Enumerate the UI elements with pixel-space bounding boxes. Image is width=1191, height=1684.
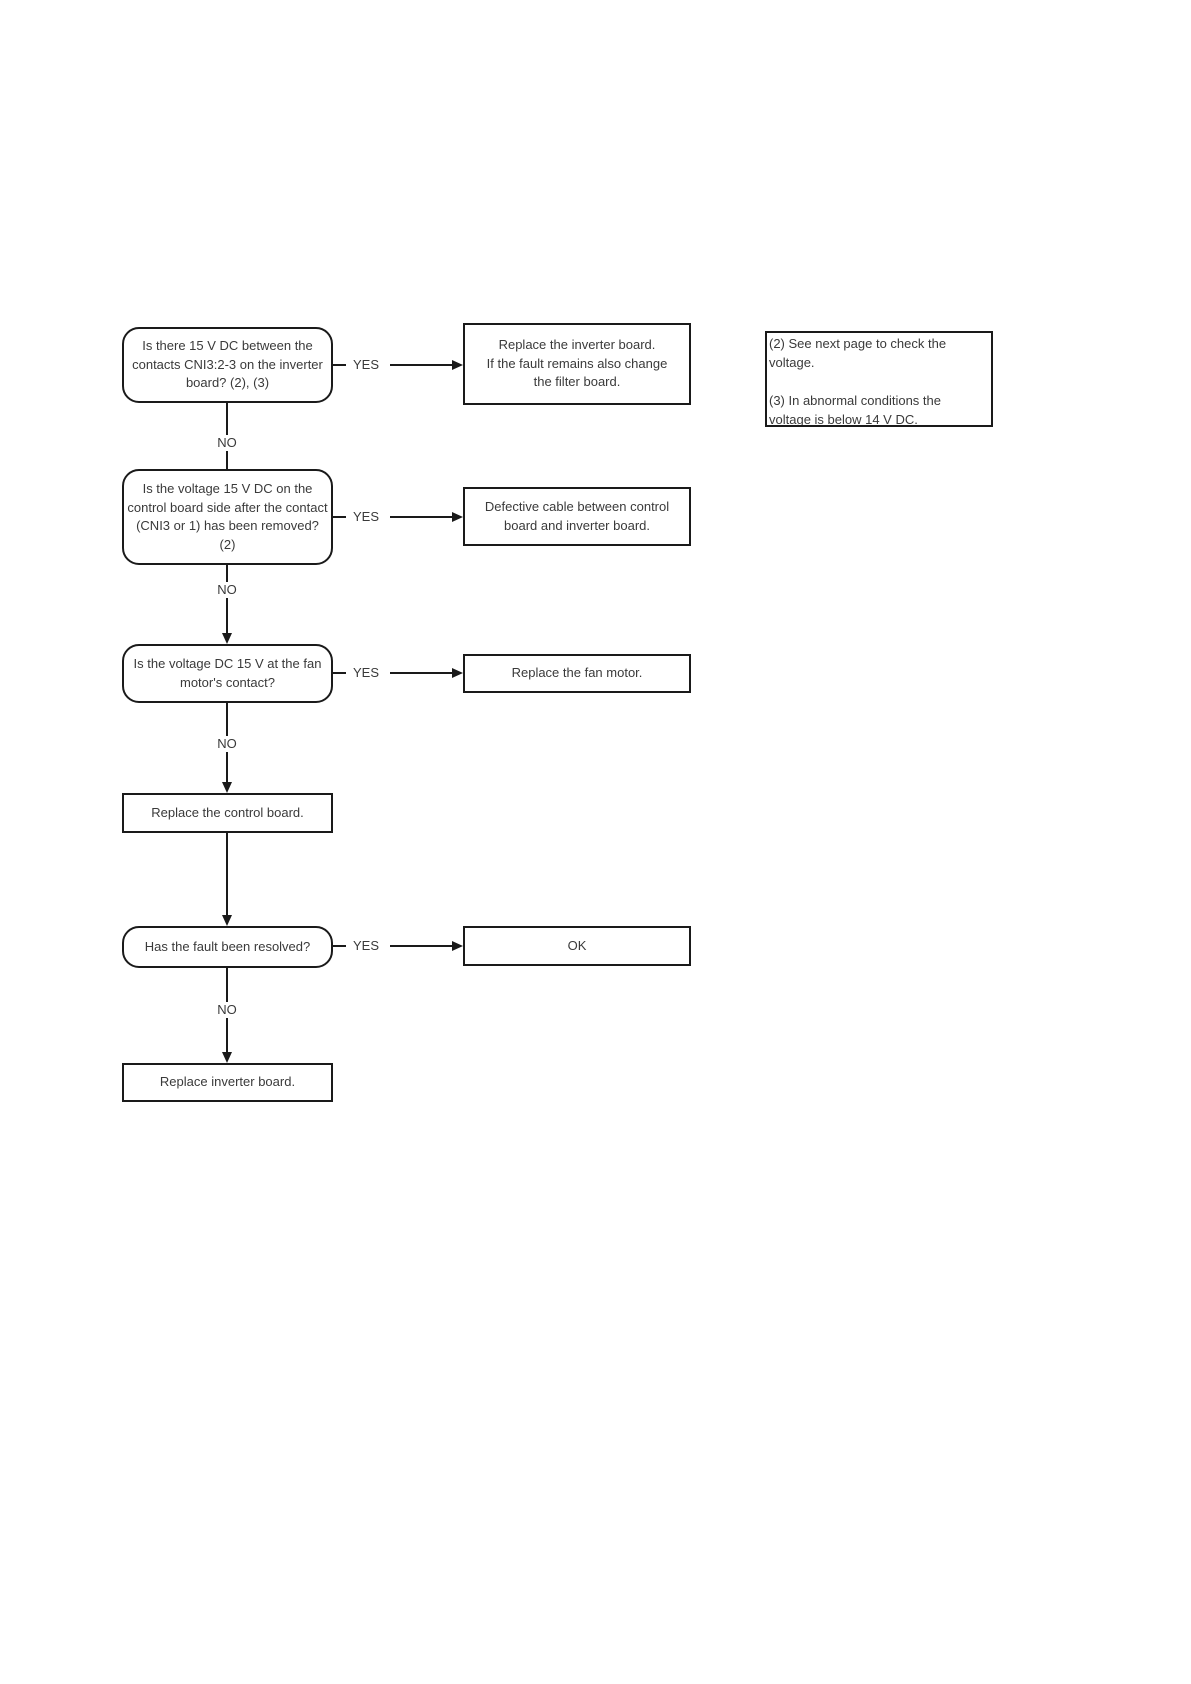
result-replace-inverter-and-filter-board: Replace the inverter board. If the fault…	[463, 323, 691, 405]
connector-line-control-board-to-resolved	[226, 833, 228, 915]
decision-fan-motor-contact-voltage: Is the voltage DC 15 V at the fan motor'…	[122, 644, 333, 703]
arrowhead-control-board-to-resolved	[222, 915, 232, 926]
yes-arrowhead-1	[452, 360, 463, 370]
yes-arrowhead-2	[452, 512, 463, 522]
yes-tick-1	[333, 364, 346, 366]
yes-connector-line-1	[390, 364, 452, 366]
yes-tick-4	[333, 945, 346, 947]
yes-label-2: YES	[350, 509, 383, 525]
result-replace-fan-motor: Replace the fan motor.	[463, 654, 691, 693]
footnote-box: (2) See next page to check the voltage. …	[765, 331, 993, 427]
no-arrowhead-2	[222, 633, 232, 644]
yes-connector-line-2	[390, 516, 452, 518]
no-label-3: NO	[214, 736, 240, 752]
yes-connector-line-3	[390, 672, 452, 674]
no-arrowhead-3	[222, 782, 232, 793]
decision-inverter-contacts-voltage: Is there 15 V DC between the contacts CN…	[122, 327, 333, 403]
no-label-1: NO	[214, 435, 240, 451]
yes-label-1: YES	[350, 357, 383, 373]
yes-tick-3	[333, 672, 346, 674]
yes-connector-line-4	[390, 945, 452, 947]
result-defective-cable: Defective cable between control board an…	[463, 487, 691, 546]
decision-fault-resolved: Has the fault been resolved?	[122, 926, 333, 968]
yes-tick-2	[333, 516, 346, 518]
no-connector-line-2	[226, 565, 228, 633]
result-ok: OK	[463, 926, 691, 966]
action-replace-control-board: Replace the control board.	[122, 793, 333, 833]
action-replace-inverter-board: Replace inverter board.	[122, 1063, 333, 1102]
yes-label-4: YES	[350, 938, 383, 954]
no-arrowhead-4	[222, 1052, 232, 1063]
decision-control-board-side-voltage: Is the voltage 15 V DC on the control bo…	[122, 469, 333, 565]
no-label-2: NO	[214, 582, 240, 598]
yes-label-3: YES	[350, 665, 383, 681]
yes-arrowhead-4	[452, 941, 463, 951]
no-label-4: NO	[214, 1002, 240, 1018]
yes-arrowhead-3	[452, 668, 463, 678]
